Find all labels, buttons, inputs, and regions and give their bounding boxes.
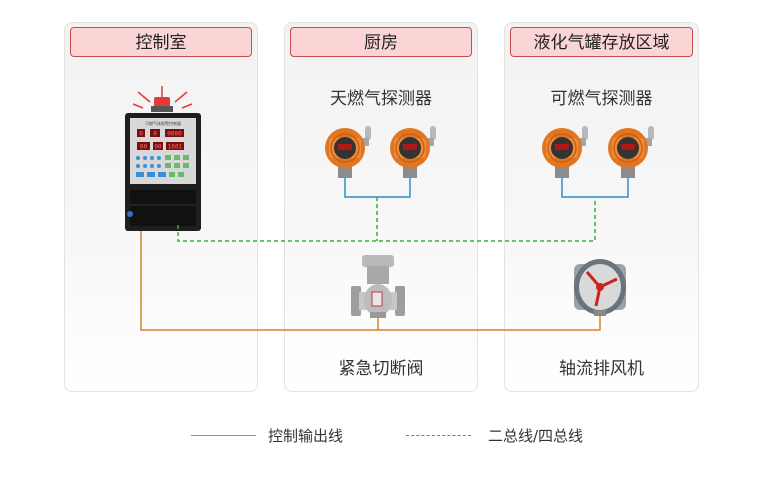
beacon-icon: [132, 86, 193, 112]
panel-title-control-room: 控制室: [70, 27, 252, 57]
device-label-fan: 轴流排风机: [559, 359, 644, 379]
svg-text:00: 00: [140, 144, 148, 151]
svg-text:00: 00: [154, 144, 162, 151]
gas-detector-lpg-2: [608, 126, 654, 178]
panel-title-kitchen: 厨房: [290, 27, 472, 57]
svg-text:0000: 0000: [167, 131, 182, 138]
legend-control-output-label: 控制输出线: [268, 427, 344, 445]
detector-cabling: [344, 176, 629, 198]
detector-label-kitchen: 天燃气探测器: [330, 89, 432, 109]
svg-text:0: 0: [139, 131, 143, 138]
device-label-valve: 紧急切断阀: [338, 359, 424, 379]
controller-keypad: [136, 155, 189, 177]
shutoff-valve-icon: [351, 255, 405, 318]
control-output-wiring: [140, 231, 601, 331]
legend-control-output-line: [191, 435, 256, 436]
alarm-controller: 可燃气体报警控制器 0 0 0000 00 00 1601: [125, 86, 201, 231]
legend-bus-label: 二总线/四总线: [488, 427, 584, 445]
gas-detector-kitchen-1: [325, 126, 371, 178]
svg-text:1601: 1601: [168, 144, 183, 151]
axial-fan-icon: [574, 259, 626, 316]
gas-detector-kitchen-2: [390, 126, 436, 178]
detector-label-lpg: 可燃气探测器: [550, 89, 653, 109]
legend-bus-line: [406, 435, 471, 436]
svg-text:0: 0: [153, 131, 157, 138]
bus-wiring: [177, 197, 596, 242]
controller-header: 可燃气体报警控制器: [145, 120, 181, 126]
panel-title-lpg-area: 液化气罐存放区域: [510, 27, 693, 57]
gas-detector-lpg-1: [542, 126, 588, 178]
